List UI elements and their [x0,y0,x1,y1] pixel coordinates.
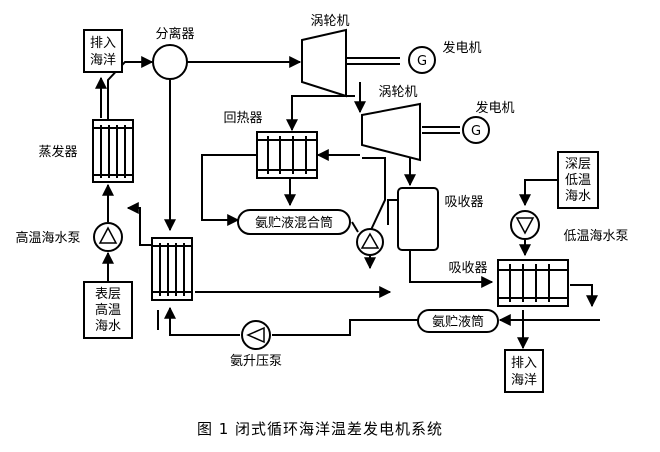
turbine-2 [361,102,421,162]
ammonia-pump-label: 氨升压泵 [230,354,282,369]
evaporator-label: 蒸发器 [38,144,77,160]
outlet-sea-top-line1: 排入 [90,36,116,51]
surface-warm-water-line1: 表层 [95,287,121,302]
deep-cold-water-line2: 低温 [565,173,591,188]
generator-1 [408,46,436,74]
absorber-1 [397,187,439,251]
generator-2 [462,116,490,144]
absorber-1-label: 吸收器 [444,195,483,210]
turbine-2-label: 涡轮机 [378,85,417,100]
generator-1-symbol: G [417,54,427,69]
surface-warm-water-box [83,281,133,339]
generator-1-label: 发电机 [442,40,481,56]
lower-heat-exchanger [151,237,193,301]
ammonia-mix-tank [237,209,351,235]
ammonia-tank [417,309,499,333]
ammonia-tank-label: 氨贮液筒 [432,314,484,330]
outlet-sea-top-line2: 海洋 [90,53,116,68]
warm-water-pump-label: 高温海水泵 [15,230,80,246]
ammonia-mix-tank-label: 氨贮液混合筒 [255,215,333,231]
deep-cold-water-line1: 深层 [565,157,591,172]
cold-water-pump-label: 低温海水泵 [563,229,628,244]
separator [152,44,188,80]
outlet-sea-bottom-line1: 排入 [511,356,537,371]
outlet-sea-bottom-box [504,349,544,393]
generator-2-symbol: G [471,124,481,139]
turbine-1-label: 涡轮机 [310,14,349,29]
generator-2-label: 发电机 [475,100,514,116]
figure-caption: 图 1 闭式循环海洋温差发电机系统 [197,420,443,438]
outlet-sea-bottom-line2: 海洋 [511,373,537,388]
separator-label: 分离器 [155,26,194,42]
surface-warm-water-line2: 高温 [95,302,121,318]
surface-warm-water-line3: 海水 [95,319,121,334]
outlet-sea-top-box [83,29,123,73]
evaporator [92,119,134,183]
deep-cold-water-line3: 海水 [565,189,591,204]
regenerator [256,131,318,179]
turbine-1 [301,28,347,98]
pipes [95,56,600,350]
deep-cold-water-box [557,151,599,209]
absorber-2 [497,259,569,307]
regenerator-label: 回热器 [223,111,262,126]
absorber-2-label: 吸收器 [448,261,487,276]
